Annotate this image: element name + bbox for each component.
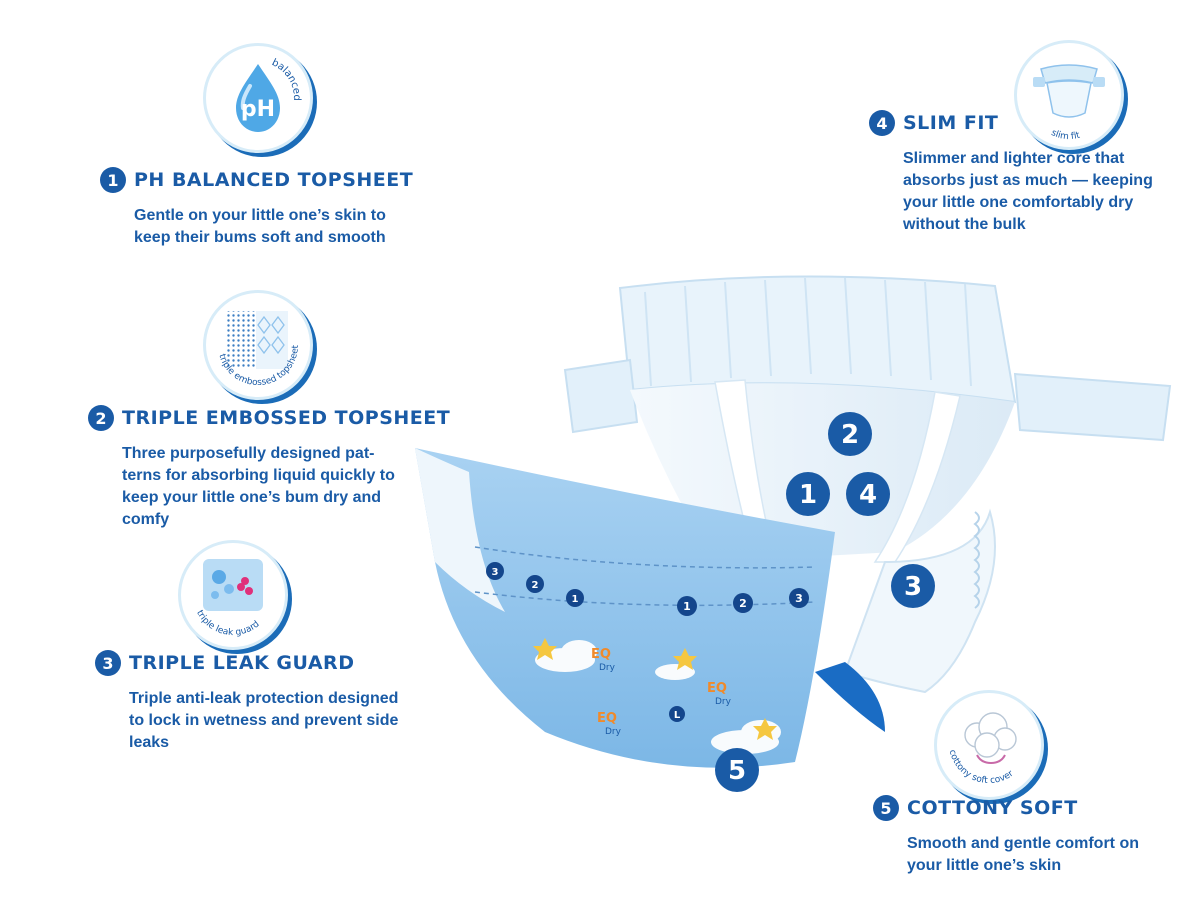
feature-number: 4	[869, 110, 895, 136]
feature-slim-fit: 4 SLIM FIT Slimmer and lighter core that…	[869, 110, 1153, 236]
brand-logo: EQ Dry EQ Dry EQ Dry	[591, 647, 732, 737]
svg-text:EQ: EQ	[591, 647, 611, 662]
feature-description: Triple anti-leak protection designed to …	[129, 690, 399, 751]
feature-title: TRIPLE EMBOSSED TOPSHEET	[122, 407, 451, 429]
svg-text:3: 3	[492, 567, 499, 578]
svg-text:3: 3	[795, 592, 803, 605]
feature-cottony-soft: 5 COTTONY SOFT Smooth and gentle comfort…	[873, 795, 1139, 877]
svg-text:EQ: EQ	[597, 711, 617, 726]
feature-ph-balanced: 1 PH BALANCED TOPSHEET Gentle on your li…	[100, 167, 413, 249]
feature-triple-leak-guard: 3 TRIPLE LEAK GUARD Triple anti-leak pro…	[95, 650, 398, 754]
feature-title: SLIM FIT	[903, 112, 999, 134]
ph-icon-text: pH	[241, 97, 275, 122]
callout-1: 1	[799, 480, 817, 510]
feature-title: PH BALANCED TOPSHEET	[134, 169, 414, 191]
feature-triple-embossed: 2 TRIPLE EMBOSSED TOPSHEET Three purpose…	[88, 405, 450, 531]
feature-description: Slimmer and lighter core that absorbs ju…	[903, 150, 1153, 233]
feature-number: 5	[873, 795, 899, 821]
triple-embossed-badge: triple embossed topsheet	[203, 290, 313, 400]
svg-text:2: 2	[739, 597, 747, 610]
slim-diaper-icon: slim fit	[1033, 64, 1105, 142]
svg-text:1: 1	[572, 594, 579, 605]
feature-description: Gentle on your little one’s skin to keep…	[134, 207, 386, 246]
svg-text:triple leak guard: triple leak guard	[194, 609, 261, 638]
svg-text:2: 2	[532, 580, 539, 591]
cottony-soft-badge: cottony soft cover	[934, 690, 1044, 800]
svg-text:Dry: Dry	[605, 727, 622, 737]
feature-description: Smooth and gentle comfort on your little…	[907, 835, 1139, 874]
ph-drop-icon: pH balanced	[236, 57, 302, 132]
scale-markers: 3 2 1 1 2 3	[486, 562, 809, 616]
diaper-graphic: EQ Dry EQ Dry EQ Dry L 3 2 1 1 2 3 2 1 4	[415, 275, 1172, 792]
callout-2: 2	[841, 420, 859, 450]
callout-5: 5	[728, 756, 746, 786]
slim-fit-badge: slim fit	[1014, 40, 1124, 150]
leak-guard-icon: triple leak guard	[194, 559, 263, 638]
feature-number: 2	[88, 405, 114, 431]
embossed-pattern-icon: triple embossed topsheet	[216, 311, 301, 388]
feature-number: 3	[95, 650, 121, 676]
triple-leak-guard-badge: triple leak guard	[178, 540, 288, 650]
svg-text:EQ: EQ	[707, 681, 727, 696]
diaper-illustration: EQ Dry EQ Dry EQ Dry L 3 2 1 1 2 3 2 1 4	[415, 262, 1200, 822]
feature-title: TRIPLE LEAK GUARD	[129, 652, 355, 674]
svg-text:Dry: Dry	[715, 697, 732, 707]
diaper-callouts: 2 1 4 3 5	[715, 412, 935, 792]
svg-text:Dry: Dry	[599, 663, 616, 673]
callout-3: 3	[904, 572, 922, 602]
size-label: L	[674, 710, 681, 721]
feature-title: COTTONY SOFT	[907, 797, 1078, 819]
leak-ring-label: triple leak guard	[194, 609, 261, 638]
size-mark	[669, 706, 685, 722]
cotton-cloud-icon: cottony soft cover	[947, 712, 1017, 786]
svg-text:1: 1	[683, 600, 691, 613]
callout-4: 4	[859, 480, 877, 510]
feature-number: 1	[100, 167, 126, 193]
feature-description: Three purposefully designed pat- terns f…	[122, 445, 395, 528]
ph-balanced-badge: pH balanced	[203, 43, 313, 153]
